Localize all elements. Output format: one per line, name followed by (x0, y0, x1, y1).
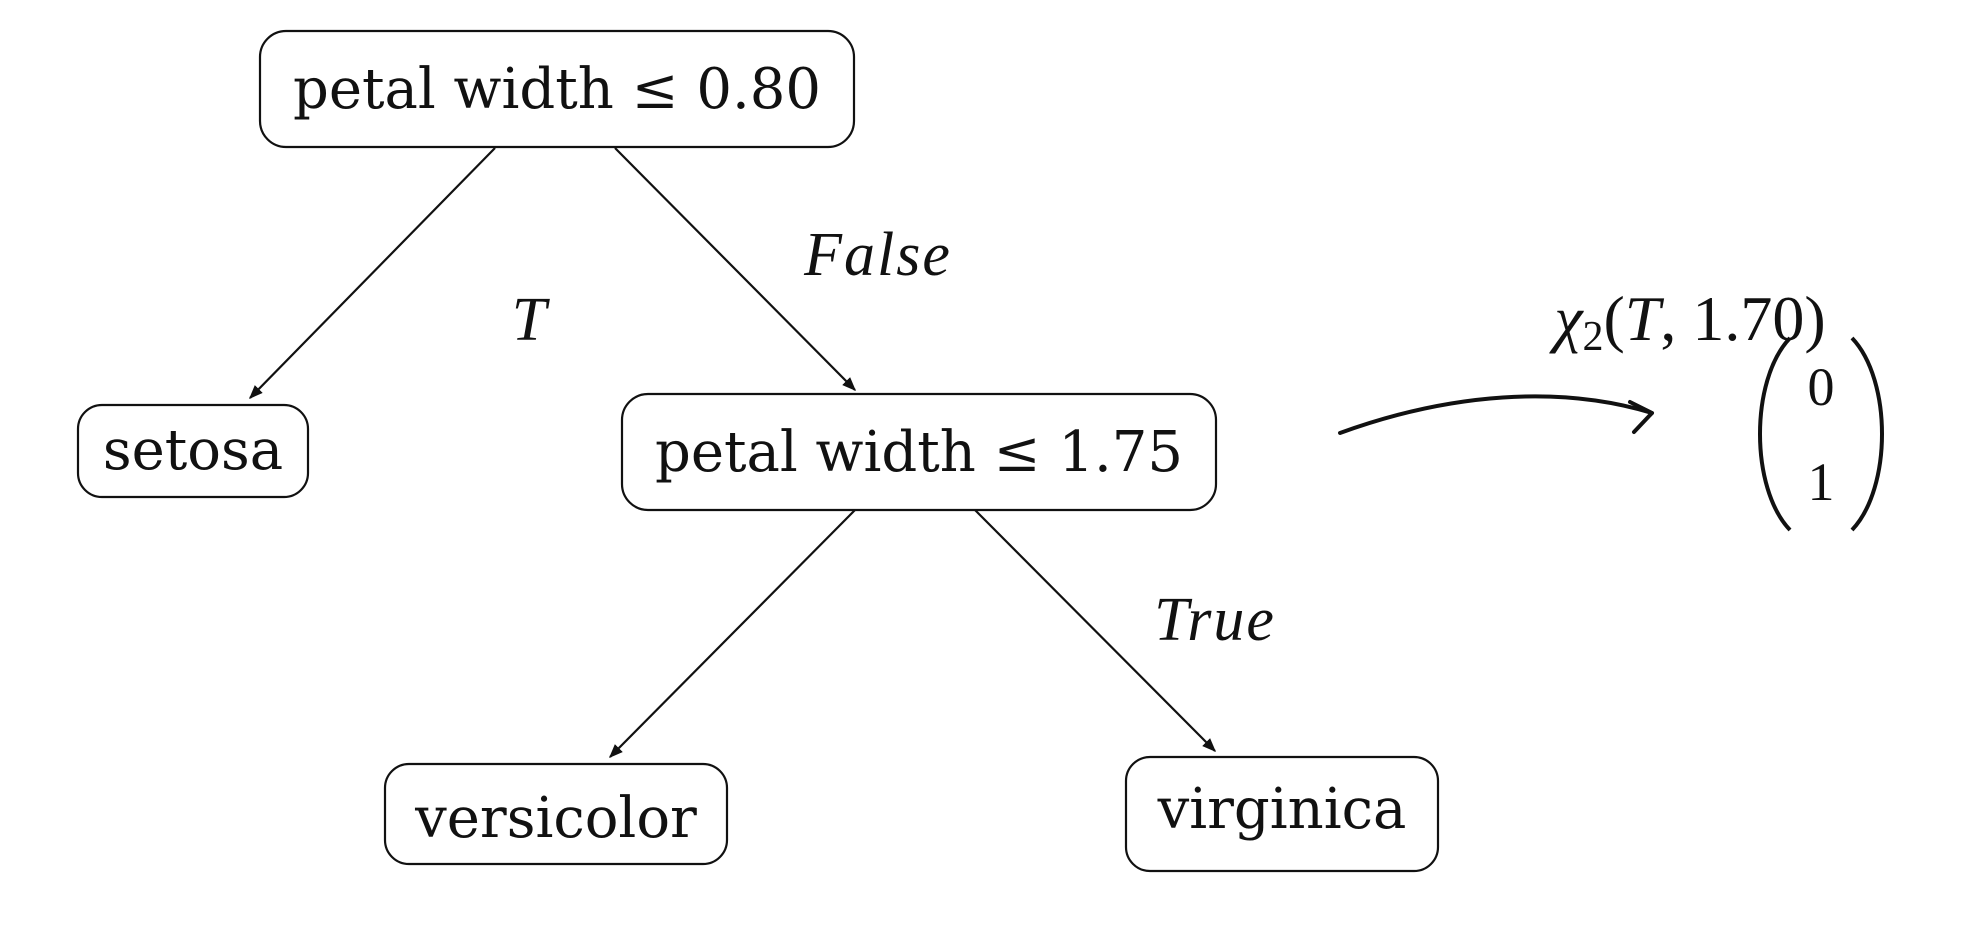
mapping-arrow (1338, 394, 1654, 435)
mapping-arg-var: T (1625, 283, 1665, 354)
leaf-versicolor-label: versicolor (414, 786, 697, 851)
edge-label-false: False (803, 221, 952, 289)
output-vector-entry-1: 1 (1808, 452, 1835, 512)
mapping-function-label: χ2(T, 1.70) (1548, 283, 1825, 360)
edge-label-true-short: T (512, 286, 551, 354)
edge-inner-to-versicolor (609, 509, 856, 758)
output-vector-left-paren (1758, 336, 1792, 532)
mapping-arg-open: ( (1603, 283, 1624, 354)
node-root-label: petal width ≤ 0.80 (293, 57, 821, 122)
edge-inner-to-virginica (974, 509, 1216, 752)
leaf-versicolor: versicolor (383, 762, 729, 866)
tree-edges (249, 147, 1216, 758)
node-inner-label: petal width ≤ 1.75 (655, 420, 1183, 485)
output-vector-right-paren (1850, 336, 1884, 532)
leaf-virginica-label: virginica (1157, 777, 1407, 842)
leaf-setosa: setosa (76, 403, 310, 499)
node-root: petal width ≤ 0.80 (258, 29, 856, 149)
leaf-setosa-label: setosa (103, 418, 283, 483)
edge-root-to-setosa (249, 147, 496, 399)
node-inner: petal width ≤ 1.75 (620, 392, 1218, 512)
edge-label-true: True (1154, 586, 1276, 654)
leaf-virginica: virginica (1124, 755, 1440, 873)
mapping-function-subscript: 2 (1582, 314, 1603, 360)
mapping-arg-rest: , 1.70) (1660, 283, 1825, 354)
mapping-function-symbol: χ (1548, 283, 1584, 354)
edge-root-to-inner (614, 147, 856, 391)
output-vector: 0 1 (1758, 336, 1884, 532)
output-vector-entry-0: 0 (1808, 357, 1835, 417)
